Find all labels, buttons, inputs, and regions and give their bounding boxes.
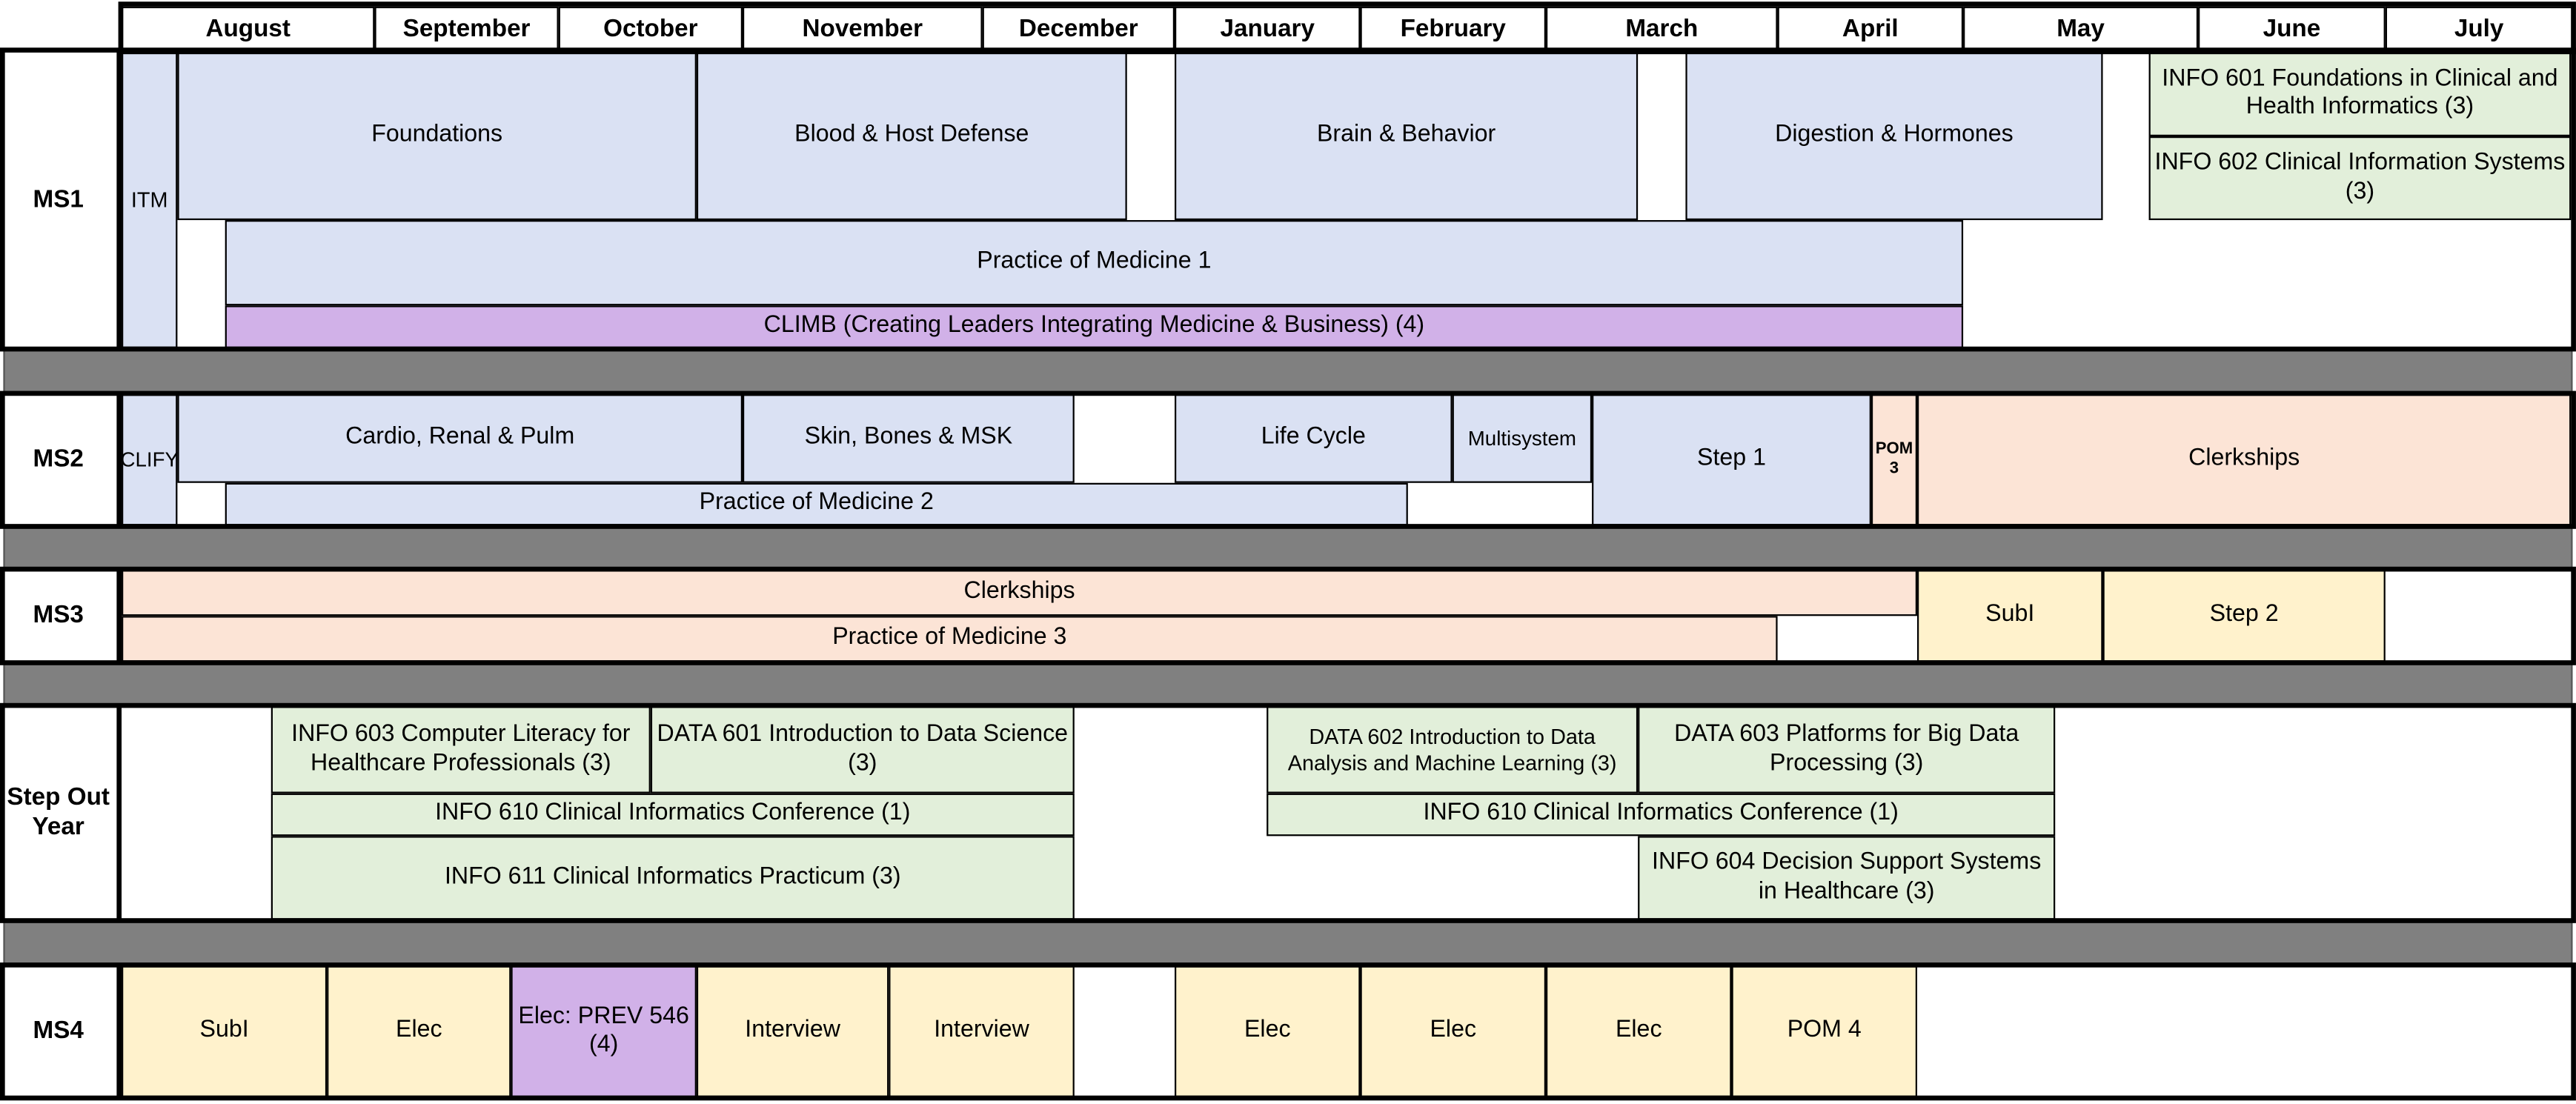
course-block: INFO 611 Clinical Informatics Practicum … — [270, 836, 1075, 920]
course-block: CLIMB (Creating Leaders Integrating Medi… — [225, 305, 1964, 348]
course-block: INFO 610 Clinical Informatics Conference… — [270, 793, 1075, 837]
course-block: Brain & Behavior — [1175, 50, 1639, 221]
course-block: Interview — [889, 965, 1075, 1097]
course-block: SubI — [1917, 570, 2103, 662]
separator-bar — [3, 525, 2573, 571]
row-label-ms4: MS4 — [0, 965, 122, 1097]
course-block: Blood & Host Defense — [696, 50, 1127, 221]
month-header: January — [1175, 6, 1361, 51]
course-block: Multisystem — [1452, 394, 1593, 483]
separator-bar — [3, 920, 2573, 966]
course-block: Practice of Medicine 3 — [122, 616, 1778, 662]
row-label-ms3: MS3 — [0, 570, 122, 662]
row-frame-ms3 — [0, 566, 2576, 665]
separator-bar — [3, 662, 2573, 707]
header-frame — [118, 1, 2576, 55]
course-block: Foundations — [177, 50, 697, 221]
row-label-ms1: MS1 — [0, 50, 122, 348]
course-block: Elec — [327, 965, 511, 1097]
course-block: SubI — [122, 965, 328, 1097]
row-frame-ms1 — [0, 47, 2576, 352]
month-header: October — [558, 6, 743, 51]
month-header: June — [2198, 6, 2386, 51]
separator-bar — [3, 348, 2573, 395]
course-block: INFO 602 Clinical Information Systems (3… — [2148, 136, 2572, 221]
course-block: Life Cycle — [1175, 394, 1453, 483]
row-frame-ms4 — [0, 962, 2576, 1101]
course-block: INFO 603 Computer Literacy for Healthcar… — [270, 706, 651, 794]
course-block: Digestion & Hormones — [1685, 50, 2103, 221]
course-block: POM 3 — [1870, 394, 1918, 526]
course-block: POM 4 — [1731, 965, 1918, 1097]
course-block: DATA 602 Introduction to Data Analysis a… — [1267, 706, 1639, 794]
course-block: Elec — [1360, 965, 1547, 1097]
course-block: Cardio, Renal & Pulm — [177, 394, 743, 483]
row-frame-step_out — [0, 702, 2576, 923]
row-frame-ms2 — [0, 390, 2576, 529]
course-block: Practice of Medicine 1 — [225, 220, 1964, 306]
course-block: INFO 604 Decision Support Systems in Hea… — [1638, 836, 2056, 920]
course-block: Practice of Medicine 2 — [225, 482, 1408, 526]
course-block: DATA 601 Introduction to Data Science (3… — [650, 706, 1075, 794]
course-block: ITM — [122, 50, 178, 348]
row-label-step_out: Step Out Year — [0, 706, 122, 920]
row-label-ms2: MS2 — [0, 394, 122, 526]
course-block: INFO 610 Clinical Informatics Conference… — [1267, 793, 2056, 837]
course-block: CLIFY — [120, 394, 179, 526]
